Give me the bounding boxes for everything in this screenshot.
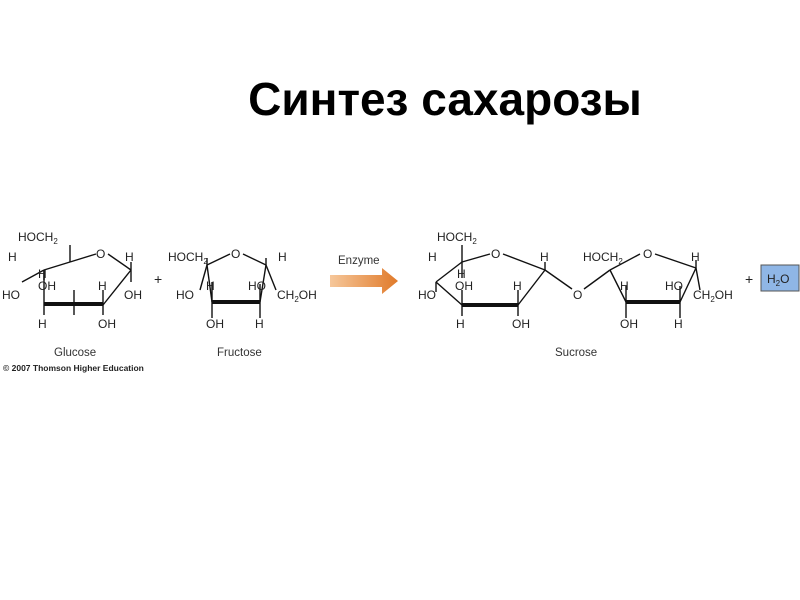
glucose-c4-hydrogen: H <box>38 267 47 281</box>
glucose-c3-hydroxyl: OH <box>38 279 56 293</box>
fructose-c2-hydroxyl: HO <box>176 288 194 302</box>
sucrose-fructose-c5-hydrogen: H <box>691 250 700 264</box>
fructose-hoch2-label: HOCH2 <box>168 250 208 266</box>
glucose-hoch2-label: HOCH2 <box>18 230 58 246</box>
fructose-c3-hydrogen: H <box>206 279 215 293</box>
fructose-c4-hydroxyl: HO <box>248 279 266 293</box>
sucrose-glucose-c3-hydrogen: H <box>456 317 465 331</box>
glucose-c4-hydroxyl: HO <box>2 288 20 302</box>
sucrose-fructose-hoch2-label: HOCH2 <box>583 250 623 266</box>
sucrose-glucose-c4-hydroxyl: HO <box>418 288 436 302</box>
arrow-shape <box>330 268 398 294</box>
sucrose-label: Sucrose <box>555 347 597 359</box>
glucose-c5-hydrogen: H <box>8 250 17 264</box>
enzyme-label: Enzyme <box>338 255 380 267</box>
reaction-arrow: Enzyme <box>330 255 398 294</box>
plus-sign: + <box>154 271 162 287</box>
glucose-c2-hydrogen: H <box>98 279 107 293</box>
fructose-c5-hydrogen: H <box>278 250 287 264</box>
glucose-label: Glucose <box>54 347 96 359</box>
fructose-label: Fructose <box>217 347 262 359</box>
glucose-c1-hydrogen: H <box>125 250 134 264</box>
sucrose-glucose-c2-hydrogen: H <box>513 279 522 293</box>
glucose-molecule: HOCH2 O H H HO OH H H OH H OH Glucose <box>2 230 142 359</box>
sucrose-molecule: HOCH2 O H H HO OH H H OH H O HOCH2 O H H… <box>418 230 733 359</box>
sucrose-glucose-c5-hydrogen: H <box>428 250 437 264</box>
sucrose-glucose-ring-oxygen: O <box>491 247 500 261</box>
sucrose-fructose-ch2oh-label: CH2OH <box>693 288 733 304</box>
sucrose-glucose-c3-hydroxyl: OH <box>455 279 473 293</box>
page-title: Синтез сахарозы <box>248 73 642 125</box>
water-box <box>760 264 800 292</box>
fructose-c4-hydrogen: H <box>255 317 264 331</box>
copyright-credit: © 2007 Thomson Higher Education <box>3 363 144 373</box>
sucrose-glucose-c1-hydrogen: H <box>540 250 549 264</box>
sucrose-fructose-c4-hydroxyl: HO <box>665 279 683 293</box>
sucrose-glucose-c2-hydroxyl: OH <box>512 317 530 331</box>
fructose-molecule: HOCH2 O H HO H OH HO H CH2OH Fructose <box>168 247 317 359</box>
glucose-ring-oxygen: O <box>96 247 105 261</box>
fructose-c3-hydroxyl: OH <box>206 317 224 331</box>
plus-sign-water: + <box>745 271 753 287</box>
sucrose-fructose-c3-hydrogen: H <box>620 279 629 293</box>
fructose-ch2oh-label: CH2OH <box>277 288 317 304</box>
water-formula: H2O <box>767 272 789 288</box>
glucose-c2-hydroxyl: OH <box>98 317 116 331</box>
glycosidic-oxygen: O <box>573 288 582 302</box>
fructose-ring-oxygen: O <box>231 247 240 261</box>
water-product: H2O <box>760 264 800 292</box>
sucrose-fructose-c3-hydroxyl: OH <box>620 317 638 331</box>
sucrose-fructose-ring-oxygen: O <box>643 247 652 261</box>
glucose-c1-hydroxyl: OH <box>124 288 142 302</box>
sucrose-fructose-c4-hydrogen: H <box>674 317 683 331</box>
glucose-c3-hydrogen: H <box>38 317 47 331</box>
sucrose-glucose-hoch2-label: HOCH2 <box>437 230 477 246</box>
sucrose-glucose-c4-hydrogen: H <box>457 267 466 281</box>
